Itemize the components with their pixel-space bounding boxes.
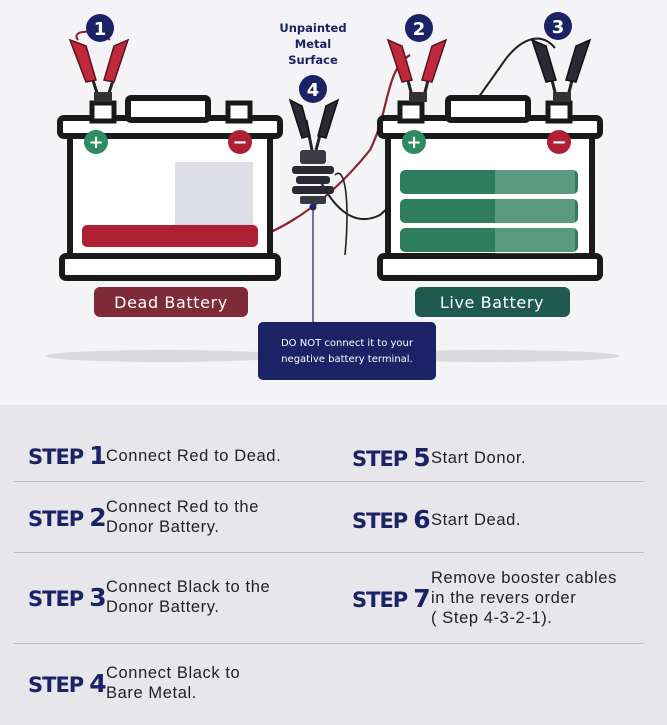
black-cable-tail <box>334 172 348 256</box>
dead-plus-symbol: + <box>88 132 103 153</box>
bare-metal-bolt-icon <box>292 150 334 204</box>
dead-battery-label-pill <box>94 287 248 317</box>
live-plus-symbol: + <box>406 132 421 153</box>
dead-battery-shadow <box>45 350 285 362</box>
step-4-text: Connect Black to Bare Metal. <box>106 664 241 702</box>
live-negative-terminal-icon <box>547 130 571 154</box>
dead-battery-charge-bar <box>82 225 258 247</box>
live-minus-symbol: − <box>551 132 566 153</box>
step-2-text: Connect Red to the Donor Battery. <box>106 498 259 536</box>
live-cell-2 <box>400 199 578 223</box>
live-battery-label: Live Battery <box>440 293 544 312</box>
svg-text:1: 1 <box>94 19 107 40</box>
jump-start-diagram: + − + − <box>45 12 620 380</box>
step-6-text: Start Dead. <box>431 510 522 529</box>
svg-text:4: 4 <box>307 80 320 101</box>
step-3-text: Connect Black to the Donor Battery. <box>106 578 271 616</box>
live-cell-3 <box>400 228 578 252</box>
live-cell-1 <box>400 170 578 194</box>
divider <box>14 643 644 644</box>
surface-label-line-1: Unpainted <box>279 21 346 35</box>
dead-battery-label: Dead Battery <box>114 293 228 312</box>
dead-negative-terminal-icon <box>228 130 252 154</box>
step-5-text: Start Donor. <box>431 448 527 467</box>
live-battery-label-pill <box>415 287 570 317</box>
divider <box>14 552 644 553</box>
black-clamp-metal-icon <box>288 98 340 151</box>
svg-text:3: 3 <box>552 17 565 38</box>
diagram-canvas: + − + − <box>45 12 620 380</box>
step-1-text: Connect Red to Dead. <box>106 446 282 465</box>
svg-text:2: 2 <box>413 19 426 40</box>
warning-line-2: negative battery terminal. <box>281 354 413 365</box>
marker-3: 3 <box>544 12 572 40</box>
red-clamp-live-icon <box>386 38 448 102</box>
warning-line-1: DO NOT connect it to your <box>281 338 414 349</box>
red-clamp-dead-icon <box>68 38 130 102</box>
black-clamp-live-icon <box>530 38 592 102</box>
surface-label-line-2: Metal <box>295 37 331 51</box>
marker-1: 1 <box>86 14 114 42</box>
dead-positive-terminal-icon <box>84 130 108 154</box>
step-7-text: Remove booster cables in the revers orde… <box>431 569 617 627</box>
marker-4: 4 <box>299 75 327 103</box>
surface-label-line-3: Surface <box>288 53 338 67</box>
marker-2: 2 <box>405 14 433 42</box>
dead-battery: + − <box>57 95 283 281</box>
live-positive-terminal-icon <box>402 130 426 154</box>
divider <box>14 481 644 482</box>
warning-box <box>258 322 436 380</box>
warning-pointer-dot <box>309 203 317 211</box>
dead-minus-symbol: − <box>232 132 247 153</box>
live-battery: + − <box>377 95 603 281</box>
